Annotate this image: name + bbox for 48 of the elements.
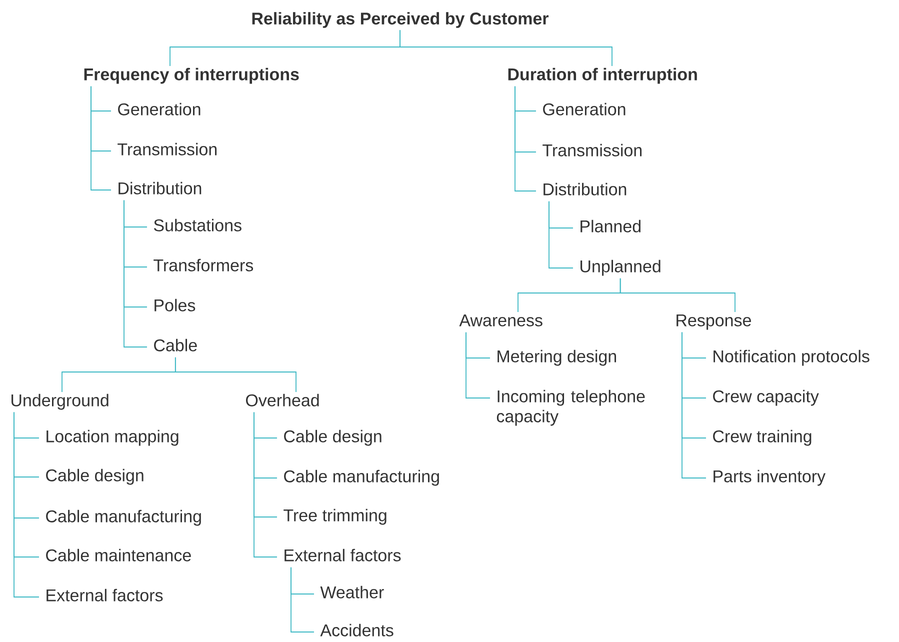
connector-line <box>124 200 148 348</box>
category-label: Cable design <box>284 430 382 446</box>
connector-line <box>466 332 490 398</box>
connector-line <box>254 412 278 558</box>
category-label: Location mapping <box>46 430 178 446</box>
connector-line <box>682 332 706 478</box>
title: Reliability as Perceived by Customer <box>252 12 549 28</box>
connector-line <box>174 356 296 392</box>
category-label: Generation <box>118 102 200 116</box>
category-label: Overhead <box>246 394 319 406</box>
category-label: Distribution <box>118 182 202 194</box>
category-label: Transmission <box>118 142 217 156</box>
category-label: Unplanned <box>580 260 660 276</box>
category-label: Poles <box>154 298 196 312</box>
category-label: Distribution <box>544 182 626 196</box>
category-label: Cable <box>154 338 197 352</box>
category-label: Weather <box>320 586 384 598</box>
connector-line <box>548 200 574 268</box>
category-label: Cable design <box>46 468 144 485</box>
category-label: Parts inventory <box>714 470 826 486</box>
category-label: External factors <box>284 548 401 562</box>
category-label: Transmission <box>542 144 642 156</box>
connector-line <box>90 86 112 190</box>
heading: Frequency of interruptions <box>84 68 299 84</box>
category-label: Substations <box>154 218 242 232</box>
category-label: Metering design <box>498 350 616 366</box>
category-label: Awareness <box>459 314 542 326</box>
connector-line <box>290 566 314 632</box>
connector-line <box>514 86 536 192</box>
heading: Duration of interruption <box>508 68 697 84</box>
category-label: Cable manufacturing <box>46 510 201 526</box>
category-label: Notification protocols <box>714 350 870 366</box>
connector-line <box>620 278 736 312</box>
category-label: Underground <box>12 394 108 410</box>
category-label: Planned <box>580 220 640 232</box>
category-label: Accidents <box>320 624 394 636</box>
category-label: External factors <box>46 588 163 602</box>
category-label: Cable manufacturing <box>284 470 439 486</box>
category-label: Generation <box>543 102 626 116</box>
category-label: Crew capacity <box>713 390 819 406</box>
connector-line <box>14 412 40 598</box>
category-label: Crew training <box>713 430 812 446</box>
category-label: Transformers <box>154 258 254 272</box>
category-label: Incoming telephone capacity <box>496 390 645 426</box>
category-label: Cable maintenance <box>46 548 191 562</box>
category-label: Response <box>676 314 751 330</box>
category-label: Tree trimming <box>284 508 386 525</box>
connector-line <box>400 30 612 66</box>
